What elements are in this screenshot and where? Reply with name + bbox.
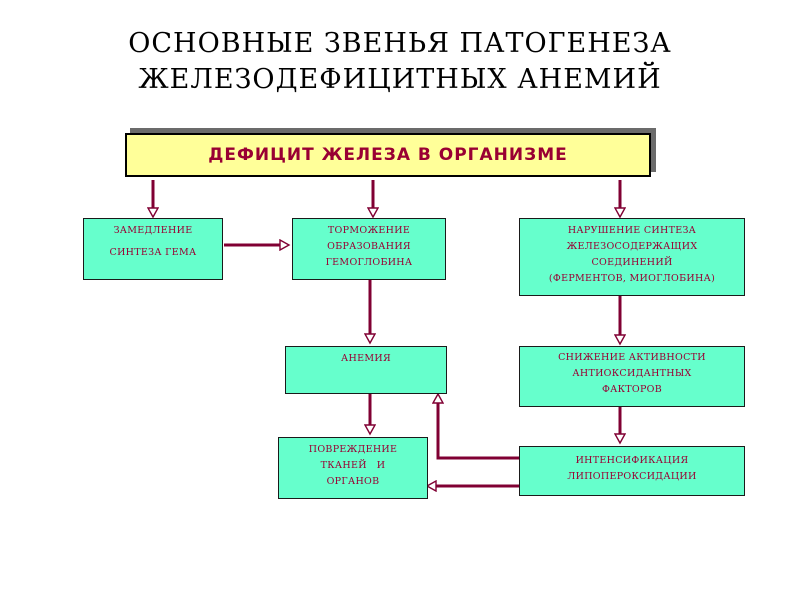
lipid-line-2: ЛИПОПЕРОКСИДАЦИИ xyxy=(567,471,697,482)
hemoglobin-line-3: ГЕМОГЛОБИНА xyxy=(325,257,413,268)
antioxidant-line-1: СНИЖЕНИЕ АКТИВНОСТИ xyxy=(558,352,706,363)
damage-line-1: ПОВРЕЖДЕНИЕ xyxy=(308,444,398,455)
arrow-lipid-to-anemia xyxy=(438,395,519,460)
anemia-box: АНЕМИЯ xyxy=(285,346,447,394)
heme-synthesis-box: ЗАМЕДЛЕНИЕ СИНТЕЗА ГЕМА xyxy=(83,218,223,280)
lipid-line-1: ИНТЕНСИФИКАЦИЯ xyxy=(575,455,689,466)
iron-deficiency-label: ДЕФИЦИТ ЖЕЛЕЗА В ОРГАНИЗМЕ xyxy=(208,145,568,165)
hemoglobin-line-1: ТОРМОЖЕНИЕ xyxy=(327,225,411,236)
synthesis-line-3: СОЕДИНЕНИЙ xyxy=(591,257,673,268)
hemoglobin-line-2: ОБРАЗОВАНИЯ xyxy=(327,241,411,252)
title-line-2: ЖЕЛЕЗОДЕФИЦИТНЫХ АНЕМИЙ xyxy=(138,64,662,95)
synthesis-line-4: (ФЕРМЕНТОВ, МИОГЛОБИНА) xyxy=(548,273,716,284)
anemia-label: АНЕМИЯ xyxy=(341,353,391,364)
antioxidant-line-2: АНТИОКСИДАНТНЫХ xyxy=(572,368,692,379)
heme-line-2: СИНТЕЗА ГЕМА xyxy=(109,247,197,258)
damage-line-2: ТКАНЕЙ И xyxy=(320,460,386,471)
synthesis-line-1: НАРУШЕНИЕ СИНТЕЗА xyxy=(567,225,697,236)
title-line-1: ОСНОВНЫЕ ЗВЕНЬЯ ПАТОГЕНЕЗА xyxy=(128,28,672,59)
damage-line-3: ОРГАНОВ xyxy=(326,476,380,487)
synthesis-line-2: ЖЕЛЕЗОСОДЕРЖАЩИХ xyxy=(566,241,698,252)
heme-line-1: ЗАМЕДЛЕНИЕ xyxy=(113,225,193,236)
iron-deficiency-box: ДЕФИЦИТ ЖЕЛЕЗА В ОРГАНИЗМЕ xyxy=(125,133,651,177)
page-title: ОСНОВНЫЕ ЗВЕНЬЯ ПАТОГЕНЕЗА ЖЕЛЕЗОДЕФИЦИТ… xyxy=(0,26,800,98)
tissue-damage-box: ПОВРЕЖДЕНИЕ ТКАНЕЙ И ОРГАНОВ xyxy=(278,437,428,499)
lipid-peroxidation-box: ИНТЕНСИФИКАЦИЯ ЛИПОПЕРОКСИДАЦИИ xyxy=(519,446,745,496)
synthesis-disorder-box: НАРУШЕНИЕ СИНТЕЗА ЖЕЛЕЗОСОДЕРЖАЩИХ СОЕДИ… xyxy=(519,218,745,296)
antioxidant-decrease-box: СНИЖЕНИЕ АКТИВНОСТИ АНТИОКСИДАНТНЫХ ФАКТ… xyxy=(519,346,745,407)
hemoglobin-inhibition-box: ТОРМОЖЕНИЕ ОБРАЗОВАНИЯ ГЕМОГЛОБИНА xyxy=(292,218,446,280)
antioxidant-line-3: ФАКТОРОВ xyxy=(601,384,663,395)
